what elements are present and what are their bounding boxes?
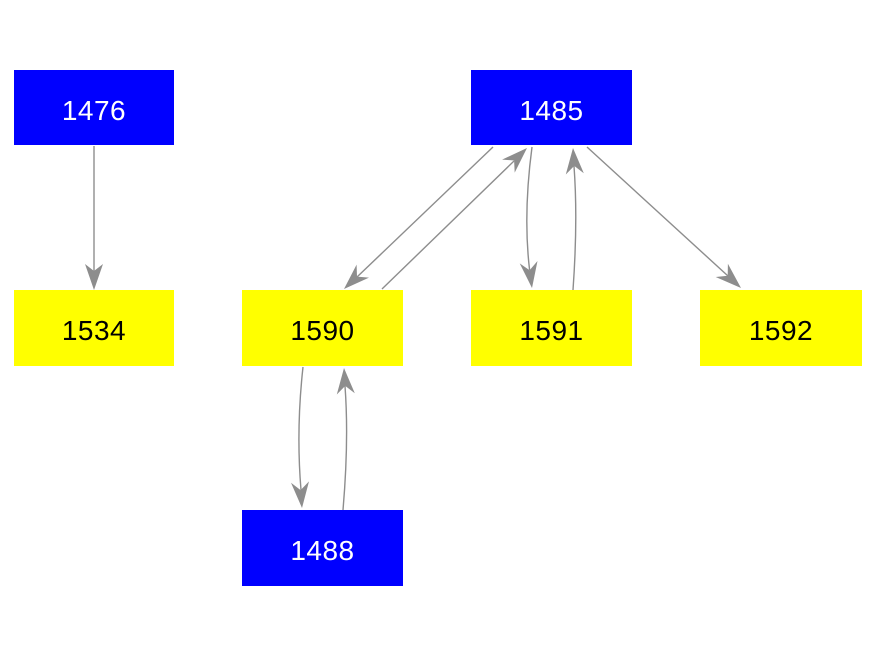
edge-1488-to-1590 [336, 368, 355, 511]
node-1534-label: 1534 [61, 315, 127, 346]
edge-1590-to-1485-arrowhead-icon [502, 148, 527, 173]
edge-1591-to-1485-line [572, 165, 577, 291]
edge-1485-to-1591-arrowhead-icon [519, 261, 538, 288]
edge-1485-to-1590-arrowhead-icon [344, 264, 369, 289]
node-1485-label: 1485 [519, 94, 584, 126]
node-1591-label: 1591 [519, 315, 584, 346]
edge-1485-to-1592-arrowhead-icon [715, 263, 741, 288]
node-1476-label: 1476 [61, 94, 127, 126]
edge-1590-to-1485-line [381, 160, 515, 290]
edge-1485-to-1592 [586, 146, 741, 288]
edge-1485-to-1591 [519, 146, 538, 288]
edge-1488-to-1590-line [342, 385, 348, 511]
node-1534[interactable]: 1534 [14, 290, 174, 366]
node-1485[interactable]: 1485 [471, 70, 632, 145]
node-1476[interactable]: 1476 [14, 70, 174, 145]
edge-1476-to-1534 [85, 146, 103, 290]
node-1590-label: 1590 [290, 315, 355, 346]
node-1488-label: 1488 [290, 535, 355, 566]
node-1592[interactable]: 1592 [700, 290, 862, 366]
edge-1591-to-1485-arrowhead-icon [565, 148, 584, 175]
edge-1476-to-1534-arrowhead-icon [85, 264, 103, 290]
node-1488[interactable]: 1488 [242, 510, 403, 586]
edge-1590-to-1488 [291, 366, 309, 508]
edge-1488-to-1590-arrowhead-icon [336, 368, 355, 395]
edge-1485-to-1590-line [356, 146, 494, 278]
edge-1591-to-1485 [565, 148, 584, 291]
edge-1485-to-1592-line [586, 146, 729, 277]
node-1591[interactable]: 1591 [471, 290, 632, 366]
edge-1590-to-1488-arrowhead-icon [291, 481, 309, 508]
edge-1590-to-1488-line [298, 366, 304, 491]
node-1592-label: 1592 [748, 315, 814, 346]
edge-1590-to-1485 [381, 148, 527, 290]
edge-1485-to-1591-line [526, 146, 533, 271]
edge-1485-to-1590 [344, 146, 494, 289]
node-1590[interactable]: 1590 [242, 290, 403, 366]
